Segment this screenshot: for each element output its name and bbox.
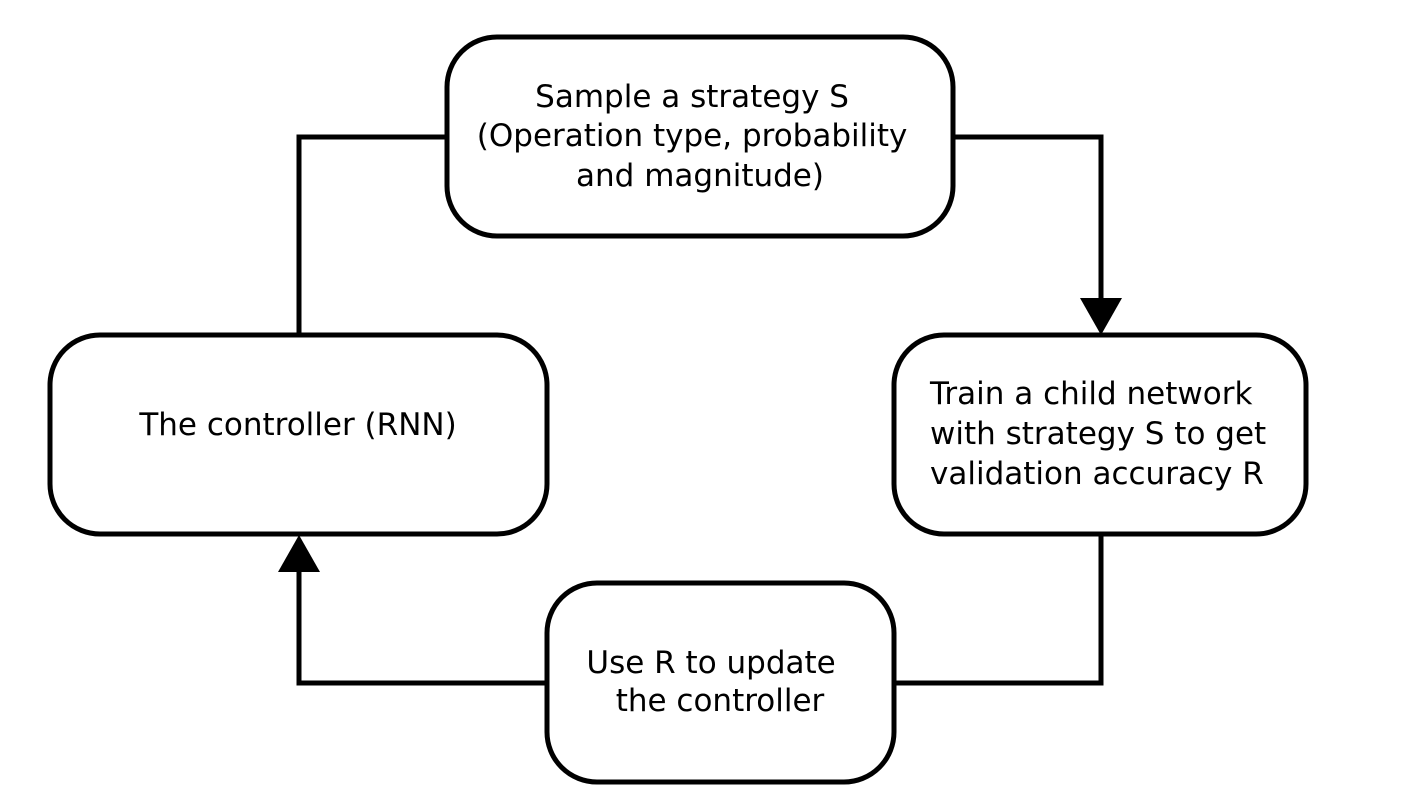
node-controller-box bbox=[47, 332, 550, 537]
node-controller: The controller (RNN) bbox=[47, 332, 550, 537]
node-sample-box bbox=[444, 34, 956, 239]
arrowheads bbox=[278, 298, 1122, 572]
node-update-label: Use R to update the controller bbox=[586, 645, 845, 719]
node-controller-label: The controller (RNN) bbox=[138, 407, 456, 443]
connector-train-to-update bbox=[894, 534, 1104, 686]
connector-sample-to-train bbox=[953, 134, 1104, 306]
node-update: Use R to update the controller bbox=[544, 580, 897, 785]
connector-controller-to-sample bbox=[296, 134, 447, 335]
node-train: Train a child network with strategy S to… bbox=[891, 332, 1309, 537]
node-train-box bbox=[891, 332, 1309, 537]
arrowhead-up-icon bbox=[278, 535, 320, 572]
arrowhead-down-icon bbox=[1080, 298, 1122, 335]
node-update-box bbox=[544, 580, 897, 785]
node-sample: Sample a strategy S (Operation type, pro… bbox=[444, 34, 956, 239]
connector-update-to-controller bbox=[296, 565, 547, 686]
node-sample-label: Sample a strategy S (Operation type, pro… bbox=[477, 79, 917, 194]
connectors bbox=[296, 134, 1104, 686]
node-train-label: Train a child network with strategy S to… bbox=[929, 376, 1276, 492]
